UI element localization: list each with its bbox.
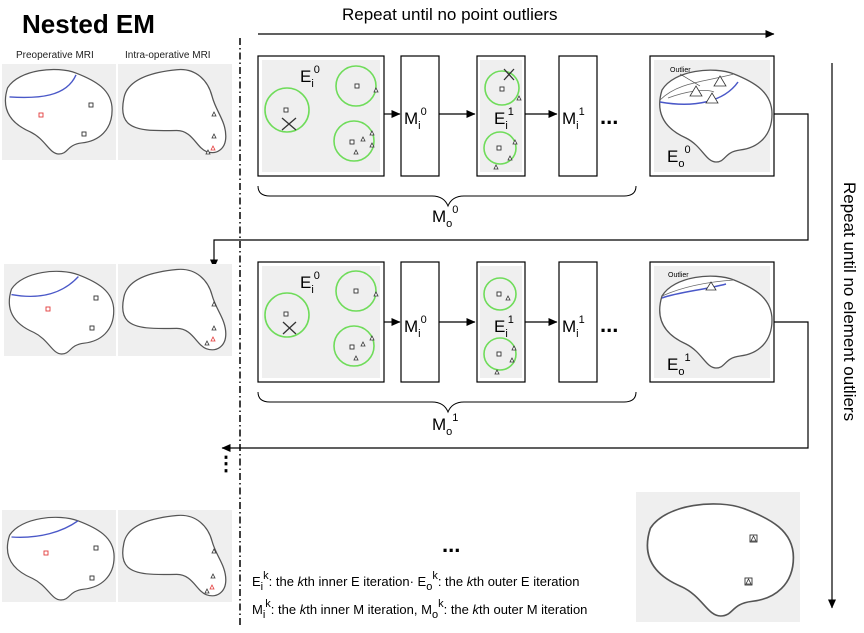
- diagram-title: Nested EM: [22, 9, 155, 39]
- row2-left-images: [4, 264, 232, 356]
- row1-m-inner-second-box: [558, 55, 598, 177]
- row2-m-outer-brace: [257, 391, 637, 414]
- legend-line-2: Mik: the kth inner M iteration, Mok: the…: [252, 598, 587, 621]
- left-vertical-ellipsis: ⋮: [216, 453, 236, 475]
- row1-ellipsis: ...: [600, 104, 618, 129]
- row1-pipeline: Ei0 Mi0 Ei1 Mi1 ...: [257, 55, 775, 230]
- row2-m-inner-first-box: [400, 261, 440, 383]
- row2-m-inner-first-label: Mi0: [404, 314, 427, 340]
- row2-e-outer-label: Eo1: [667, 352, 691, 378]
- row1-m-inner-first-label: Mi0: [404, 106, 427, 132]
- side-repeat-label: Repeat until no element outliers: [840, 182, 859, 421]
- row1-m-inner-second-label: Mi1: [562, 106, 585, 132]
- row1-m-outer-brace: [257, 185, 637, 208]
- row2-pipeline: Ei0 Mi0 Ei1 Mi1 ...: [257, 261, 775, 438]
- row2-to-row3-connector: [221, 321, 809, 452]
- row2-m-inner-second-box: [558, 261, 598, 383]
- row1-outlier-label: Outlier: [670, 67, 691, 74]
- legend: Eik: the kth inner E iteration· Eok: the…: [252, 570, 587, 621]
- row2-e-inner-second-label: Ei1: [494, 314, 514, 340]
- row2-ellipsis: ...: [600, 312, 618, 337]
- row1-e-inner-second-label: Ei1: [494, 106, 514, 132]
- intraop-caption: Intra-operative MRI: [125, 50, 211, 61]
- row1-e-outer-label: Eo0: [667, 144, 691, 170]
- row2-outlier-label: Outlier: [668, 272, 689, 279]
- row1-to-row2-connector: [210, 113, 809, 269]
- row1-m-outer-label: Mo0: [432, 204, 458, 230]
- row3-left-images: [2, 510, 232, 602]
- row1-left-images: Preoperative MRI Intra-operative MRI: [2, 50, 232, 160]
- preop-caption: Preoperative MRI: [16, 50, 94, 61]
- final-result-image: [636, 492, 800, 622]
- row2-m-inner-second-label: Mi1: [562, 314, 585, 340]
- legend-line-1: Eik: the kth inner E iteration· Eok: the…: [252, 570, 579, 593]
- top-repeat-label: Repeat until no point outliers: [342, 5, 557, 24]
- row3-ellipsis: ...: [442, 532, 460, 557]
- preop-outlier-point: [38, 112, 44, 118]
- row2-m-outer-label: Mo1: [432, 412, 458, 438]
- row2-e-inner-first-label: Ei0: [300, 270, 320, 296]
- row1-e-inner-first-label: Ei0: [300, 64, 320, 90]
- row1-m-inner-first-box: [400, 55, 440, 177]
- preop-organ-1: [4, 68, 113, 155]
